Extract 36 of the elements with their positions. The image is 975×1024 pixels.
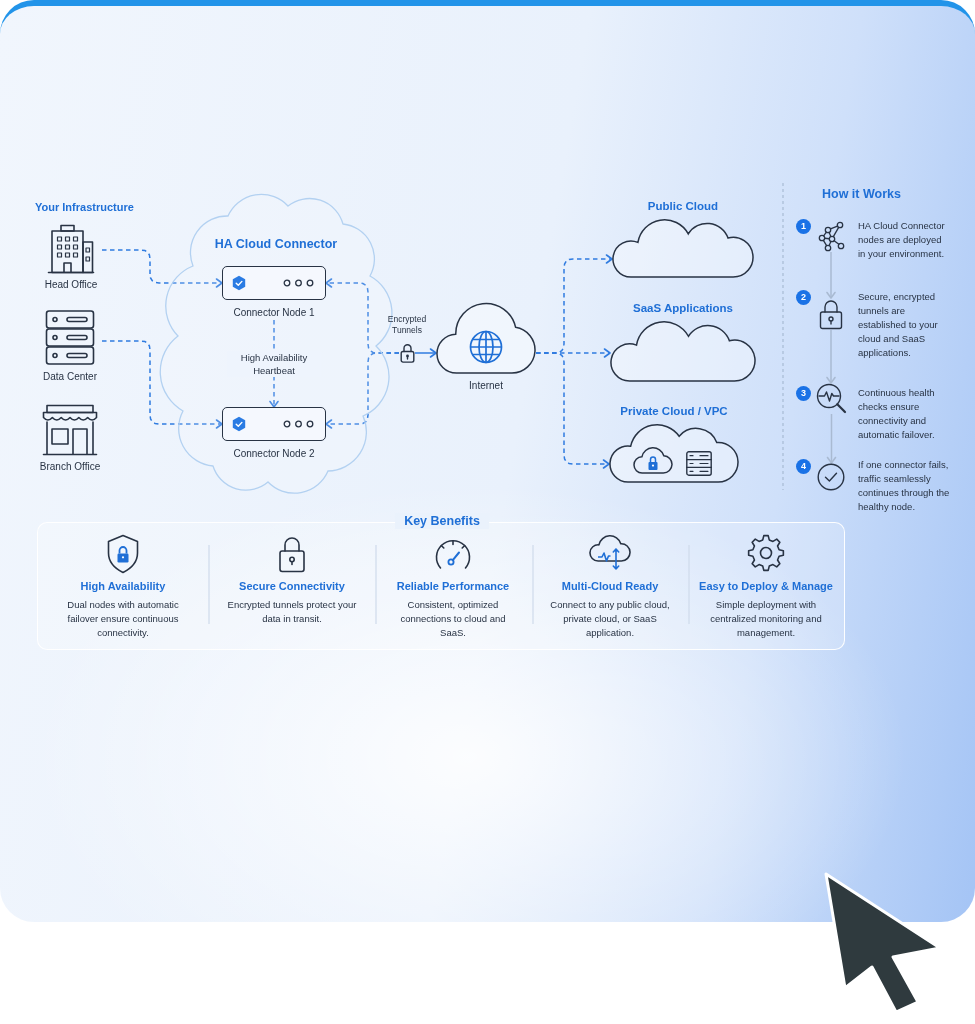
connector-arrow — [414, 348, 437, 358]
step-description: Secure, encrypted tunnels are established to your cloud and SaaS applications. — [858, 290, 939, 360]
connector-arrow — [535, 352, 610, 469]
benefit-description: Dual nodes with automatic failover ensure continuous connectivity. — [66, 598, 180, 640]
connector-arrow — [826, 329, 836, 384]
benefit-title: High Availability — [80, 579, 166, 593]
node-caption: Connector Node 1 — [233, 306, 315, 319]
connector-arrow — [101, 249, 223, 288]
cloud-heading: Private Cloud / VPC — [620, 404, 728, 419]
group-heading: HA Cloud Connector — [214, 236, 338, 252]
node-caption: Branch Office — [39, 460, 101, 473]
step-description: Continuous health checks ensure connectivity and automatic failover. — [858, 386, 936, 442]
cloud-heading: Public Cloud — [647, 199, 719, 214]
node-caption: Internet — [469, 379, 503, 392]
cloud-heading: SaaS Applications — [633, 301, 733, 316]
connector-arrow — [325, 352, 400, 429]
node-caption: Head Office — [44, 278, 98, 291]
section-heading: How it Works — [822, 186, 901, 202]
section-heading: Your Infrastructure — [35, 200, 134, 214]
benefit-description: Encrypted tunnels protect your data in transit. — [226, 598, 358, 626]
benefit-title: Reliable Performance — [396, 579, 510, 593]
connector-arrow — [101, 340, 223, 429]
step-description: HA Cloud Connector nodes are deployed in your environment. — [858, 219, 946, 261]
benefit-title: Multi-Cloud Ready — [561, 579, 659, 593]
panel-heading: Key Benefits — [395, 513, 489, 529]
benefit-description: Connect to any public cloud, private cloud, or SaaS application. — [549, 598, 671, 640]
node-caption: Connector Node 2 — [233, 447, 315, 460]
benefit-title: Secure Connectivity — [239, 579, 345, 593]
step-description: If one connector fails, traffic seamlessly continues through the healthy node. — [858, 458, 951, 514]
benefit-title: Easy to Deploy & Manage — [699, 579, 833, 593]
benefit-description: Simple deployment with centralized monitoring and management. — [709, 598, 823, 640]
connector-arrow — [826, 251, 836, 299]
benefit-description: Consistent, optimized connections to cloud and SaaS. — [399, 598, 507, 640]
connector-arrow — [826, 413, 837, 464]
node-caption: Encrypted Tunnels — [386, 314, 428, 336]
node-caption: Data Center — [43, 370, 97, 383]
